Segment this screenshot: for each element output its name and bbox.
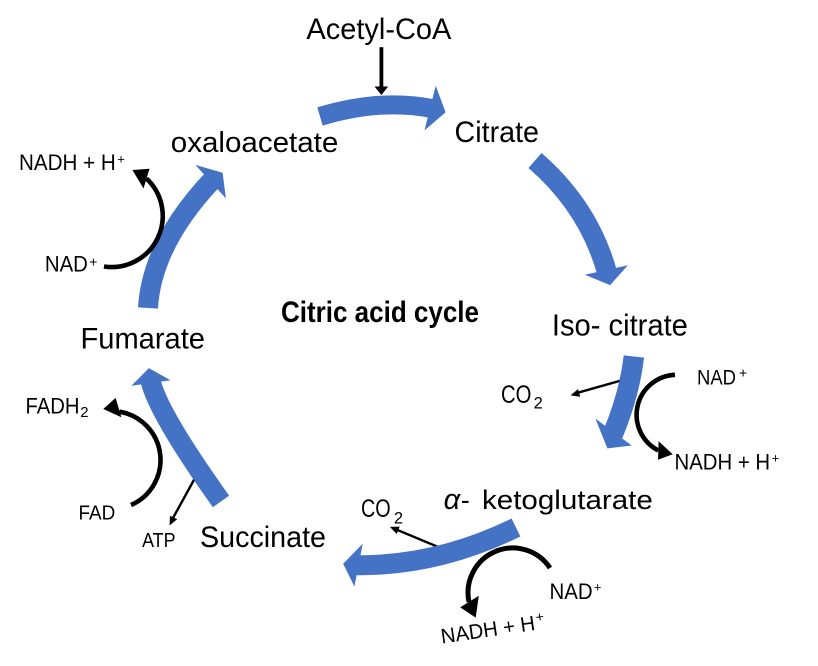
svg-text:NAD: NAD (550, 579, 593, 604)
svg-text:oxaloacetate: oxaloacetate (171, 127, 338, 159)
svg-text:2: 2 (394, 510, 403, 528)
svg-text:Citrate: Citrate (455, 116, 540, 149)
svg-text:2: 2 (534, 395, 543, 413)
svg-text:ATP: ATP (142, 530, 175, 552)
svg-text:Fumarate: Fumarate (81, 323, 206, 356)
svg-text:Acetyl-CoA: Acetyl-CoA (306, 13, 451, 46)
svg-text:+: + (535, 608, 545, 625)
svg-text:Citric acid cycle: Citric acid cycle (281, 296, 479, 329)
svg-text:+: + (89, 254, 97, 270)
svg-text:FAD: FAD (79, 503, 116, 525)
svg-text:NAD: NAD (697, 367, 736, 390)
svg-text:+: + (594, 580, 602, 595)
svg-text:-: - (461, 485, 470, 515)
svg-text:Succinate: Succinate (200, 521, 326, 554)
svg-text:NADH + H: NADH + H (675, 450, 771, 475)
svg-text:NAD: NAD (45, 252, 88, 277)
svg-text:+: + (739, 365, 747, 381)
svg-text:CO: CO (361, 495, 391, 523)
svg-text:CO: CO (501, 381, 531, 409)
svg-text:2: 2 (80, 404, 88, 421)
svg-text:+: + (772, 451, 780, 466)
svg-text:+: + (117, 152, 125, 167)
svg-text:Iso- citrate: Iso- citrate (552, 307, 688, 342)
svg-text:ketoglutarate: ketoglutarate (482, 485, 653, 515)
svg-text:FADH: FADH (26, 393, 80, 418)
svg-text:NADH + H: NADH + H (19, 150, 116, 175)
svg-text:α: α (444, 484, 462, 516)
